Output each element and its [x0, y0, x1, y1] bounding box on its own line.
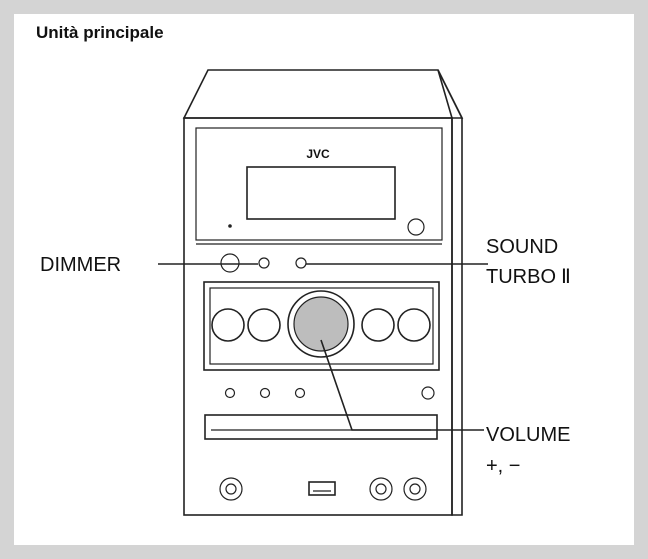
indicator-dot — [228, 224, 232, 228]
function-button-4[interactable] — [397, 308, 431, 342]
dimmer-label: DIMMER — [40, 254, 121, 276]
phones-jack — [225, 483, 237, 495]
aux-jack-left-ring — [369, 477, 393, 501]
aux-jack-right-ring — [403, 477, 427, 501]
aux-jack-left — [375, 483, 387, 495]
volume-leader — [320, 339, 484, 431]
turbo-suffix: Ⅱ — [561, 266, 571, 288]
small-button-3[interactable] — [294, 387, 306, 399]
leader-lines — [158, 263, 488, 431]
volume-label: VOLUME — [486, 424, 570, 446]
main-unit: JVC — [182, 69, 464, 516]
disc-slot — [204, 414, 438, 440]
unit-front — [183, 117, 453, 516]
function-button-2[interactable] — [247, 308, 281, 342]
brand-logo: JVC — [306, 147, 330, 161]
small-button-1[interactable] — [224, 387, 236, 399]
volume-knob[interactable] — [293, 296, 349, 352]
function-button-1[interactable] — [211, 308, 245, 342]
display-window — [246, 166, 396, 220]
volume-knob-ring — [287, 290, 355, 358]
unit-side-panel — [437, 69, 463, 516]
eject-button[interactable] — [421, 386, 435, 400]
phones-jack-ring — [219, 477, 243, 501]
aux-jack-right — [409, 483, 421, 495]
volume-plus-minus-label: +, − — [486, 455, 520, 477]
dimmer-button[interactable] — [258, 257, 270, 269]
control-panel-inner — [209, 287, 434, 365]
figure-panel — [14, 14, 634, 545]
remote-sensor — [220, 253, 240, 273]
figure-title: Unità principale — [36, 23, 164, 42]
function-button-3[interactable] — [361, 308, 395, 342]
unit-top-lid — [182, 69, 464, 119]
turbo-label-text: TURBO — [486, 266, 556, 288]
usb-port — [308, 481, 336, 496]
control-panel — [203, 281, 440, 371]
display-bezel — [195, 127, 443, 241]
sound-label: SOUND — [486, 236, 558, 258]
small-button-2[interactable] — [259, 387, 271, 399]
standby-button[interactable] — [407, 218, 425, 236]
sound-turbo-button[interactable] — [295, 257, 307, 269]
